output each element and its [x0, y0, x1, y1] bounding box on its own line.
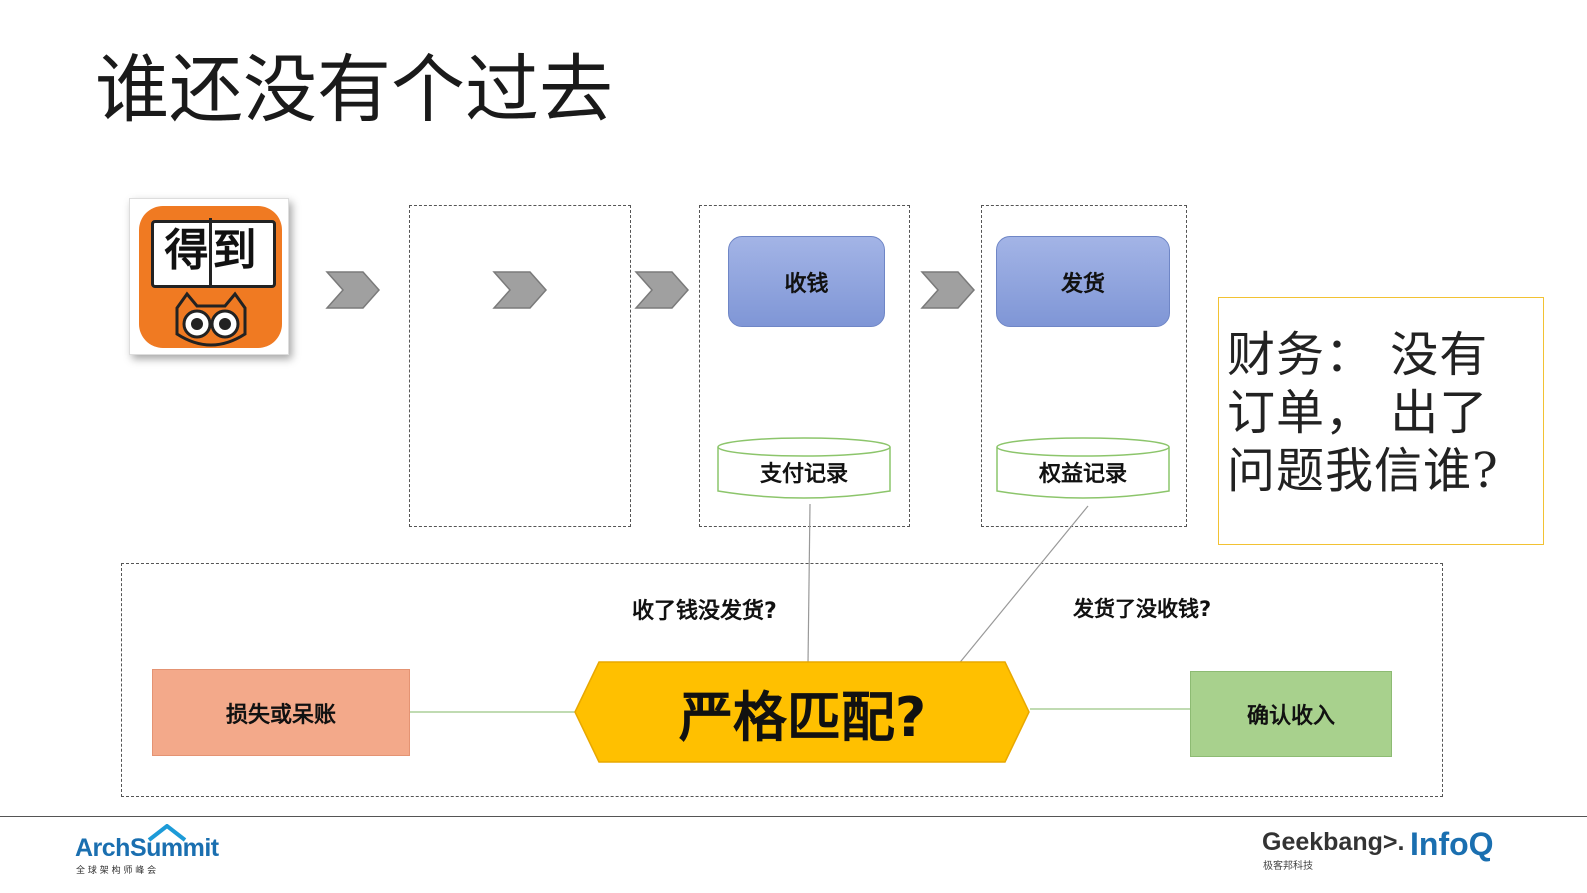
- payment-service-box: [699, 205, 910, 527]
- reconciliation-box: [121, 563, 1443, 797]
- database-icon: [996, 437, 1170, 499]
- collect-money-node: 收钱: [728, 236, 885, 327]
- geekbang-logo: Geekbang>. 极客邦科技: [1262, 828, 1405, 873]
- question-shipped-not-paid: 发货了没收钱?: [1073, 597, 1212, 621]
- chevron-right-icon: [634, 271, 690, 309]
- database-icon: [717, 437, 891, 499]
- match-hexagon-shape: [574, 661, 1030, 763]
- app-icon-label: 得到: [164, 225, 261, 276]
- confirm-revenue-node: 确认收入: [1190, 671, 1392, 757]
- finance-note-line: 财务： 没有: [1227, 327, 1489, 383]
- rights-record-db: 权益记录: [1038, 462, 1127, 487]
- mountain-icon: [147, 824, 187, 842]
- archsummit-logo-text: ArchSummit: [75, 834, 219, 862]
- archsummit-logo: ArchSummit 全 球 架 构 师 峰 会: [75, 824, 219, 876]
- finance-note-line: 问题我信谁?: [1227, 443, 1499, 499]
- loss-or-bad-debt-node: 损失或呆账: [152, 669, 410, 756]
- chevron-right-icon: [492, 271, 548, 309]
- app-icon: 得到: [129, 198, 289, 355]
- payment-record-db: 支付记录: [759, 462, 848, 487]
- strict-match-node: 严格匹配?: [678, 685, 927, 749]
- ship-goods-node: 发货: [996, 236, 1170, 327]
- finance-note: 财务： 没有 订单， 出了 问题我信谁?: [1218, 297, 1544, 545]
- finance-note-line: 订单， 出了: [1227, 385, 1489, 441]
- chevron-right-icon: [920, 271, 976, 309]
- infoq-logo: InfoQ: [1410, 826, 1494, 862]
- geekbang-sub-text: 极客邦科技: [1263, 861, 1313, 872]
- owl-icon: [175, 291, 247, 347]
- empty-stage-box: [409, 205, 631, 527]
- geekbang-logo-text: Geekbang>.: [1262, 828, 1405, 856]
- page-title: 谁还没有个过去: [95, 47, 613, 133]
- chevron-right-icon: [325, 271, 381, 309]
- footer-divider: [0, 816, 1587, 817]
- question-paid-not-shipped: 收了钱没发货?: [632, 599, 777, 624]
- archsummit-sub-text: 全 球 架 构 师 峰 会: [76, 866, 157, 876]
